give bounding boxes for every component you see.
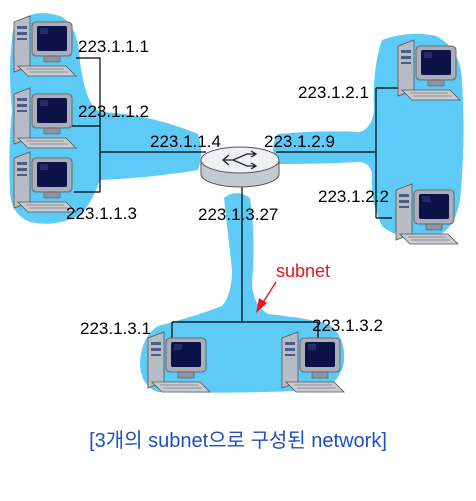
host-223-1-2-2[interactable]: [395, 183, 459, 245]
ip-label-223-1-1-3: 223.1.1.3: [66, 204, 137, 223]
link-lines: [72, 57, 398, 342]
annotation-arrow-line: [261, 281, 277, 305]
annotation-arrow-head: [256, 298, 267, 313]
annotation-arrow: [256, 281, 277, 313]
ip-label-223-1-3-1: 223.1.3.1: [80, 319, 151, 338]
host-223-1-2-1[interactable]: [397, 39, 461, 101]
host-223-1-3-2[interactable]: [281, 331, 345, 393]
host-223-1-1-2[interactable]: [13, 87, 77, 149]
router-icon: [200, 146, 280, 188]
ip-label-223-1-1-1: 223.1.1.1: [78, 37, 149, 56]
ip-label-223-1-1-2: 223.1.1.2: [78, 102, 149, 121]
host-223-1-3-1[interactable]: [147, 331, 211, 393]
ip-label-223-1-3-2: 223.1.3.2: [312, 316, 383, 335]
ip-label-223-1-2-1: 223.1.2.1: [298, 83, 369, 102]
ip-label-223-1-1-4: 223.1.1.4: [150, 132, 221, 151]
ip-label-223-1-3-27: 223.1.3.27: [198, 205, 278, 224]
subnet-annotation: subnet: [276, 261, 330, 281]
subnet-area-2: [273, 33, 464, 239]
ip-label-223-1-2-9: 223.1.2.9: [264, 132, 335, 151]
ip-label-223-1-2-2: 223.1.2.2: [318, 187, 389, 206]
host-223-1-1-3[interactable]: [13, 151, 77, 213]
diagram-caption: [3개의 subnet으로 구성된 network]: [89, 430, 387, 452]
host-223-1-1-1[interactable]: [13, 15, 77, 77]
